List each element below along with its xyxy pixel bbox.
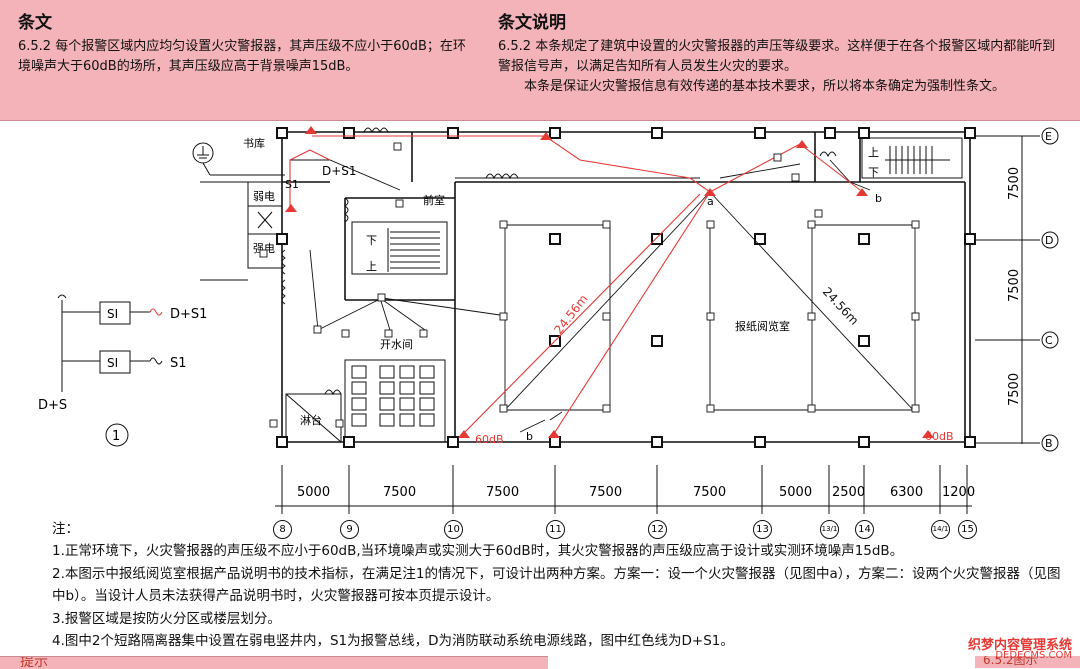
span-right-2: 7500 xyxy=(1007,269,1022,302)
axis-9: 9 xyxy=(340,520,359,539)
building-walls xyxy=(281,131,971,443)
axis-14: 14 xyxy=(855,520,874,539)
axis-e: E xyxy=(1045,130,1052,143)
span-bottom-9: 1200 xyxy=(942,485,975,500)
figure-tag-label: 6.5.2图示 xyxy=(983,656,1038,667)
label-60db-right: 60dB xyxy=(925,430,954,443)
explanation-block: 条文说明 6.5.2 本条规定了建筑中设置的火灾警报器的声压等级要求。这样便于在… xyxy=(498,8,1068,97)
axis-d: D xyxy=(1045,234,1053,247)
header-band xyxy=(0,0,1080,121)
label-point-b-bottom: b xyxy=(526,430,533,443)
note-1: 1.正常环境下，火灾警报器的声压级不应小于60dB,当环境噪声或实测大于60dB… xyxy=(52,543,904,559)
axis-12: 12 xyxy=(648,520,667,539)
label-point-a: a xyxy=(707,195,714,208)
watermark-line-2: DEDECMS.COM xyxy=(995,650,1072,661)
axis-c: C xyxy=(1045,334,1053,347)
structural-columns xyxy=(276,127,976,448)
figure-tag: 6.5.2图示 xyxy=(975,656,1080,668)
clause-block: 条文 6.5.2 每个报警区域内应均匀设置火灾警报器，其声压级不应小于60dB；… xyxy=(18,8,468,77)
bus-coils xyxy=(281,127,837,396)
span-right-3: 7500 xyxy=(1007,373,1022,406)
legend-number-circle xyxy=(105,423,129,447)
toilet-block xyxy=(285,359,446,443)
span-bottom-3: 7500 xyxy=(486,485,519,500)
smoke-detectors xyxy=(259,142,920,428)
label-60db-left: 60dB xyxy=(475,433,504,446)
d-s1-red-lines xyxy=(289,135,861,433)
span-bottom-8: 6300 xyxy=(890,485,923,500)
room-stair-down: 下 xyxy=(366,234,377,247)
floor-plan-diagram: 下 上 上 下 弱电 强电 书库 前室 报纸阅览室 开水间 淋台 xyxy=(38,126,1059,514)
label-point-b-top: b xyxy=(875,192,882,205)
label-s1: S1 xyxy=(285,178,299,191)
span-bottom-6: 5000 xyxy=(779,485,812,500)
room-stair-up-right: 上 xyxy=(868,146,879,159)
axis-8: 8 xyxy=(273,520,292,539)
span-bottom-7: 2500 xyxy=(832,485,865,500)
axis-14-1: 14/1 xyxy=(931,520,950,539)
legend-in: D+S xyxy=(38,398,67,413)
legend-si-2: SI xyxy=(107,356,118,370)
watermark-line-1: 织梦内容管理系统 xyxy=(967,638,1072,653)
legend-wiring xyxy=(57,294,150,392)
axis-b: B xyxy=(1045,437,1053,450)
explanation-text-2: 本条是保证火灾警报信息有效传递的基本技术要求，所以将本条确定为强制性条文。 xyxy=(524,79,1006,94)
room-stair-down-right: 下 xyxy=(868,166,879,179)
notes-title: 注： xyxy=(52,521,79,537)
room-weak-elec: 弱电 xyxy=(253,190,275,203)
axis-11: 11 xyxy=(546,520,565,539)
note-4: 4.图中2个短路隔离器集中设置在弱电竖井内，S1为报警总线，D为消防联动系统电源… xyxy=(52,633,734,649)
ground-symbol xyxy=(192,142,285,176)
alarm-bus-lines xyxy=(289,131,916,433)
span-bottom-4: 7500 xyxy=(589,485,622,500)
axis-15: 15 xyxy=(958,520,977,539)
legend-coils-black xyxy=(149,357,163,365)
bottom-dimension-lines xyxy=(275,465,972,514)
room-stair-up: 上 xyxy=(366,260,377,273)
tip-label: 提示 xyxy=(20,656,48,669)
tip-box: 提示 xyxy=(0,656,548,669)
label-dist-1: 24.56m xyxy=(551,292,590,337)
legend-number: 1 xyxy=(112,429,120,444)
room-bath: 淋台 xyxy=(300,413,322,427)
room-lobby: 前室 xyxy=(423,193,445,207)
notes-block: 注： 1.正常环境下，火灾警报器的声压级不应小于60dB,当环境噪声或实测大于6… xyxy=(52,521,1062,653)
legend-si-1: SI xyxy=(107,307,118,321)
span-bottom-2: 7500 xyxy=(383,485,416,500)
label-d-s1: D+S1 xyxy=(322,164,357,178)
explanation-text-1: 6.5.2 本条规定了建筑中设置的火灾警报器的声压等级要求。这样便于在各个报警区… xyxy=(498,39,1056,74)
legend-coils xyxy=(149,308,163,316)
note-2: 2.本图示中报纸阅览室根据产品说明书的技术指标，在满足注1的情况下，可设计出两种… xyxy=(52,565,1061,605)
legend-out-2: S1 xyxy=(170,356,187,371)
room-library: 书库 xyxy=(243,137,265,150)
legend-out-1: D+S1 xyxy=(170,307,207,322)
stair-right xyxy=(861,137,963,179)
label-dist-2: 24.56m xyxy=(820,284,862,327)
note-3: 3.报警区域是按防火分区或楼层划分。 xyxy=(52,610,281,627)
span-bottom-1: 5000 xyxy=(297,485,330,500)
room-reading: 报纸阅览室 xyxy=(735,319,790,333)
shafts xyxy=(200,181,283,281)
axis-13-1: 13/1 xyxy=(820,520,839,539)
axis-10: 10 xyxy=(444,520,463,539)
clause-heading: 条文 xyxy=(18,13,52,33)
span-right-1: 7500 xyxy=(1007,167,1022,200)
right-dimension-lines xyxy=(975,127,1059,452)
stair-left xyxy=(351,221,448,275)
room-water: 开水间 xyxy=(380,338,413,351)
explanation-heading: 条文说明 xyxy=(498,13,566,33)
clause-text: 6.5.2 每个报警区域内应均匀设置火灾警报器，其声压级不应小于60dB；在环境… xyxy=(18,39,466,74)
axis-13: 13 xyxy=(753,520,772,539)
span-bottom-5: 7500 xyxy=(693,485,726,500)
room-strong-elec: 强电 xyxy=(253,242,275,255)
fire-alarms xyxy=(285,126,934,438)
